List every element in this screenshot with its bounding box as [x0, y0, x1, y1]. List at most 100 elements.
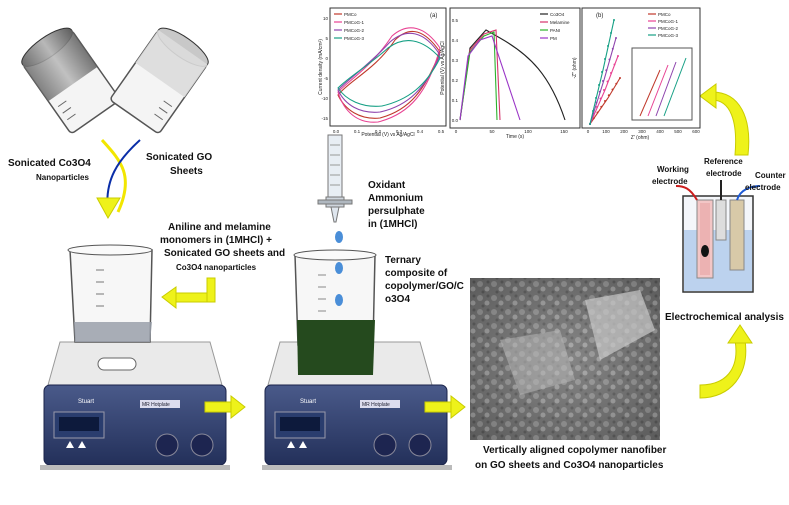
gcd-legend-label: Co3O4 [550, 12, 565, 17]
cv-xtick: 0.4 [417, 129, 424, 134]
sonicated-co3o4-label: Sonicated Co3O4 [8, 158, 91, 169]
oxidant-label-3: persulphate [368, 206, 425, 217]
gcd-ytick: 0.1 [452, 98, 459, 103]
stirrer-model: MR Hotplate [142, 402, 170, 408]
cv-xtick: 0.1 [354, 129, 361, 134]
eis-point [615, 37, 617, 39]
stirrer-model-2: MR Hotplate [362, 402, 390, 408]
ternary-label-4: o3O4 [385, 294, 411, 305]
eis-xtick: 300 [638, 129, 646, 134]
eis-point [601, 71, 603, 73]
working-electrode-label-2: electrode [652, 177, 688, 186]
gcd-xtick: 150 [560, 129, 568, 134]
ternary-label-3: copolymer/GO/C [385, 281, 464, 292]
electrochemical-analysis-label: Electrochemical analysis [665, 312, 784, 323]
sheets-label: Sheets [170, 166, 203, 177]
eis-point [600, 105, 603, 108]
cv-xtick: 0.5 [438, 129, 445, 134]
cv-chart: (a) Potential (V) vs Ag/AgCl Current densi… [318, 7, 447, 138]
monomers-label-1: Aniline and melamine [168, 222, 271, 233]
gcd-xtick: 0 [455, 129, 458, 134]
eis-xtick: 100 [602, 129, 610, 134]
electrochemical-cell [675, 180, 761, 293]
cv-ytick: 0 [325, 56, 328, 61]
gcd-series-curve [459, 35, 521, 121]
nanofiber-label-1: Vertically aligned copolymer nanofiber [483, 445, 667, 456]
eis-point [604, 58, 606, 60]
eis-point [611, 88, 614, 91]
sem-image [470, 278, 660, 440]
cv-legend-label: PMCoG-2 [344, 28, 365, 33]
eis-legend-label: PMCoG-2 [658, 26, 679, 31]
eis-point [610, 72, 612, 74]
monomers-label-4: Co3O4 nanoparticles [176, 263, 257, 272]
cv-xtick: 0.3 [396, 129, 403, 134]
nanofiber-label-2: on GO sheets and Co3O4 nanoparticles [475, 460, 664, 471]
eis-point [592, 110, 594, 112]
nanoparticles-label: Nanoparticles [36, 173, 89, 182]
gcd-series-curve [459, 31, 498, 121]
eis-point [615, 82, 618, 85]
eis-inset-line [663, 57, 687, 117]
eis-series-line [589, 19, 615, 125]
eis-point [613, 19, 615, 21]
cv-legend-label: PMCoG-1 [344, 20, 365, 25]
arrow-into-beaker [161, 277, 216, 310]
cv-series-curve [337, 32, 441, 113]
eis-point [610, 32, 612, 34]
cv-xtick: 0.0 [333, 129, 340, 134]
monomers-label-3: Sonicated GO sheets and [164, 248, 286, 259]
counter-electrode-label-1: Counter [755, 171, 786, 180]
beaker-2 [293, 249, 377, 375]
cv-ytick: -15 [321, 116, 328, 121]
cv-ylabel: Current density (mA/cm²) [318, 39, 324, 95]
gcd-legend-label: Melamine [550, 20, 570, 25]
ternary-label-2: composite of [385, 268, 448, 279]
gcd-xtick: 50 [489, 129, 495, 134]
merge-arrows [96, 138, 141, 220]
eis-point [607, 94, 610, 97]
reference-electrode-label-2: electrode [706, 169, 742, 178]
gcd-legend-label: PANI [550, 28, 560, 33]
counter-electrode-label-2: electrode [745, 183, 781, 192]
eis-legend-label: PMCoG-3 [658, 33, 679, 38]
eis-point [602, 80, 604, 82]
eis-point [596, 106, 598, 108]
arrow-right-1 [204, 394, 246, 420]
co3o4-vial [21, 27, 120, 134]
arrow-up-curve [699, 324, 753, 399]
gcd-ytick: 0.5 [452, 18, 459, 23]
eis-xtick: 600 [692, 129, 700, 134]
eis-xtick: 0 [587, 129, 590, 134]
stirrer-brand-2: Stuart [300, 399, 316, 405]
go-vial [110, 27, 209, 134]
gcd-ytick: 0.2 [452, 78, 459, 83]
eis-point [599, 97, 602, 100]
cv-legend-label: PMCo [344, 12, 357, 17]
cv-series-curve [337, 30, 441, 119]
eis-xtick: 200 [620, 129, 628, 134]
eis-ylabel: -Z'' (ohm) [572, 57, 578, 78]
eis-point [598, 90, 601, 93]
arrow-top-right [699, 83, 750, 156]
oxidant-label-1: Oxidant [368, 180, 406, 191]
gcd-xlabel: Time (s) [506, 134, 524, 140]
eis-xtick: 400 [656, 129, 664, 134]
oxidant-label-4: in (1MHCl) [368, 219, 418, 230]
cv-panel-label: (a) [430, 13, 437, 19]
eis-inset-line [655, 61, 677, 117]
gcd-ytick: 0.0 [452, 118, 459, 123]
eis-point [619, 77, 621, 79]
stirrer-brand: Stuart [78, 399, 94, 405]
gcd-series-curve [459, 29, 566, 121]
beaker-1 [67, 244, 153, 371]
eis-panel-label: (b) [596, 13, 603, 19]
cv-xlabel: Potential (V) vs Ag/AgCl [361, 132, 414, 138]
oxidant-label-2: Ammonium [368, 193, 423, 204]
eis-point [603, 89, 605, 91]
burette [317, 134, 353, 306]
arrow-right-2 [424, 394, 466, 420]
gcd-ytick: 0.3 [452, 58, 459, 63]
